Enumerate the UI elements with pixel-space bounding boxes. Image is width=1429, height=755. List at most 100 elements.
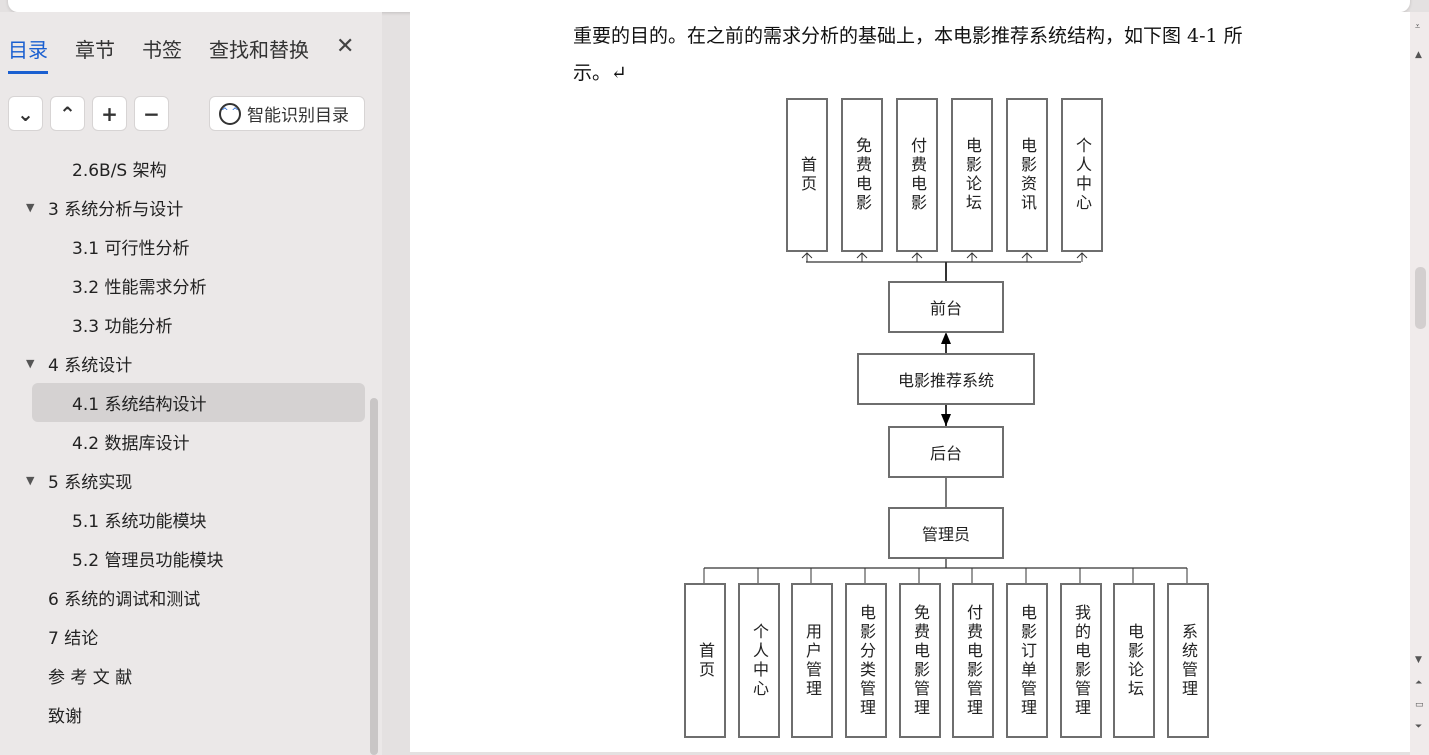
ai-face-icon: ^ ^: [219, 102, 241, 125]
back-end-box-label: 后台: [929, 444, 962, 463]
toc-item[interactable]: 5.2 管理员功能模块: [0, 539, 370, 578]
prev-page-icon[interactable]: ⏶: [1415, 678, 1423, 688]
front-module-box: 电影资讯: [1006, 98, 1048, 252]
admin-module-box: 电影论坛: [1113, 583, 1155, 738]
navigation-pane: 目录 章节 书签 查找和替换 ✕ ⌄ ⌃ + − ^ ^ 智能识别目录 2.6B…: [0, 12, 382, 755]
toc-item[interactable]: 2.6B/S 架构: [0, 149, 370, 188]
admin-module-box: 付费电影管理: [952, 583, 994, 738]
toc-item[interactable]: 3.1 可行性分析: [0, 227, 370, 266]
toc-item-label: 3.2 性能需求分析: [72, 278, 207, 298]
tab-toc[interactable]: 目录: [8, 34, 48, 74]
scroll-top-icon[interactable]: ⩡: [1415, 22, 1421, 32]
sidebar-scrollbar[interactable]: [370, 398, 378, 755]
admin-module-box: 我的电影管理: [1060, 583, 1102, 738]
admin-box-label: 管理员: [921, 525, 970, 544]
front-end-box: 前台: [888, 281, 1004, 333]
front-module-box: 付费电影: [896, 98, 938, 252]
tab-chapters[interactable]: 章节: [75, 38, 115, 62]
toc-item-label: 致谢: [48, 707, 82, 727]
admin-module-box: 免费电影管理: [899, 583, 941, 738]
collapse-triangle-icon[interactable]: ▼: [26, 357, 35, 370]
document-page: 重要的目的。在之前的需求分析的基础上，本电影推荐系统结构，如下图 4-1 所 示…: [410, 12, 1410, 752]
back-end-box: 后台: [888, 426, 1004, 478]
diagram-connectors: [703, 252, 1188, 583]
admin-module-box-label: 电影订单管理: [1018, 603, 1037, 718]
vertical-scrollbar[interactable]: [1410, 12, 1429, 755]
toc-item-label: 3.1 可行性分析: [72, 239, 190, 259]
remove-button[interactable]: −: [134, 96, 169, 131]
toc-item[interactable]: 参 考 文 献: [0, 656, 370, 695]
page-select-icon[interactable]: ▭: [1415, 700, 1424, 710]
minus-icon: −: [143, 101, 160, 126]
collapse-triangle-icon[interactable]: ▼: [26, 201, 35, 214]
scroll-up-icon[interactable]: ▲: [1415, 50, 1422, 60]
front-end-box-label: 前台: [929, 299, 962, 318]
admin-module-box-label: 我的电影管理: [1072, 603, 1091, 718]
toc-item-label: 3.3 功能分析: [72, 317, 173, 337]
admin-module-box-label: 用户管理: [803, 622, 822, 699]
close-icon[interactable]: ✕: [336, 34, 355, 59]
toc-item-label: 5 系统实现: [48, 473, 133, 493]
toc-item[interactable]: 7 结论: [0, 617, 370, 656]
admin-module-box-label: 电影论坛: [1125, 622, 1144, 699]
system-box-label: 电影推荐系统: [897, 371, 994, 390]
collapse-triangle-icon[interactable]: ▼: [26, 474, 35, 487]
admin-module-box-label: 首页: [696, 641, 715, 680]
toc-item[interactable]: 5.1 系统功能模块: [0, 500, 370, 539]
toc-list: 2.6B/S 架构 ▼ 3 系统分析与设计 3.1 可行性分析 3.2 性能需求分析 3.…: [0, 149, 370, 734]
tab-bookmarks[interactable]: 书签: [142, 38, 182, 62]
toc-item-label: 4 系统设计: [48, 356, 133, 376]
admin-module-box-label: 付费电影管理: [964, 603, 983, 718]
top-toolbar-strip: [8, 0, 1410, 12]
toc-item-label: 5.1 系统功能模块: [72, 512, 207, 532]
toc-item[interactable]: 4.1 系统结构设计: [32, 383, 365, 422]
toc-item[interactable]: 6 系统的调试和测试: [0, 578, 370, 617]
admin-module-box: 电影分类管理: [845, 583, 887, 738]
toc-item[interactable]: ▼ 5 系统实现: [0, 461, 370, 500]
front-module-box-label: 个人中心: [1073, 137, 1092, 213]
paragraph-line: 重要的目的。在之前的需求分析的基础上，本电影推荐系统结构，如下图 4-1 所: [573, 25, 1243, 47]
toc-item-label: 2.6B/S 架构: [72, 161, 167, 181]
next-page-icon[interactable]: ⏷: [1415, 722, 1423, 732]
admin-module-box-label: 免费电影管理: [911, 603, 930, 718]
scrollbar-thumb[interactable]: [1415, 267, 1426, 329]
front-module-box-label: 首页: [798, 156, 817, 194]
tab-find-replace[interactable]: 查找和替换: [209, 38, 309, 62]
system-box: 电影推荐系统: [857, 353, 1035, 405]
scroll-down-icon[interactable]: ▼: [1415, 655, 1422, 665]
admin-module-box: 首页: [684, 583, 726, 738]
collapse-up-button[interactable]: ⌃: [50, 96, 85, 131]
smart-toc-button[interactable]: ^ ^ 智能识别目录: [209, 96, 365, 131]
toc-item-label: 6 系统的调试和测试: [48, 590, 201, 610]
admin-module-box: 系统管理: [1167, 583, 1209, 738]
toc-item-label: 7 结论: [48, 629, 99, 649]
admin-module-box: 电影订单管理: [1006, 583, 1048, 738]
front-module-box: 电影论坛: [951, 98, 993, 252]
add-button[interactable]: +: [92, 96, 127, 131]
toc-item[interactable]: ▼ 3 系统分析与设计: [0, 188, 370, 227]
toc-item[interactable]: 致谢: [0, 695, 370, 734]
front-module-box: 个人中心: [1061, 98, 1103, 252]
plus-icon: +: [101, 101, 118, 126]
paragraph-line: 示。↵: [573, 62, 627, 84]
front-module-box: 免费电影: [841, 98, 883, 252]
toc-item[interactable]: 4.2 数据库设计: [0, 422, 370, 461]
admin-module-box: 个人中心: [738, 583, 780, 738]
toc-item[interactable]: 3.3 功能分析: [0, 305, 370, 344]
toc-item-label: 4.2 数据库设计: [72, 434, 190, 454]
admin-module-box-label: 电影分类管理: [857, 603, 876, 718]
front-module-box-label: 电影资讯: [1018, 137, 1037, 213]
chevron-up-icon: ⌃: [59, 101, 76, 126]
toc-item[interactable]: 3.2 性能需求分析: [0, 266, 370, 305]
toc-item[interactable]: ▼ 4 系统设计: [0, 344, 370, 383]
expand-down-button[interactable]: ⌄: [8, 96, 43, 131]
body-paragraph: 重要的目的。在之前的需求分析的基础上，本电影推荐系统结构，如下图 4-1 所 示…: [573, 18, 1333, 92]
admin-module-box-label: 系统管理: [1179, 622, 1198, 699]
front-module-box-label: 付费电影: [908, 137, 927, 213]
admin-module-box: 用户管理: [791, 583, 833, 738]
admin-module-box-label: 个人中心: [750, 622, 769, 699]
front-module-box-label: 电影论坛: [963, 137, 982, 213]
admin-box: 管理员: [888, 507, 1004, 559]
toc-item-label: 3 系统分析与设计: [48, 200, 184, 220]
chevron-down-icon: ⌄: [17, 101, 34, 126]
